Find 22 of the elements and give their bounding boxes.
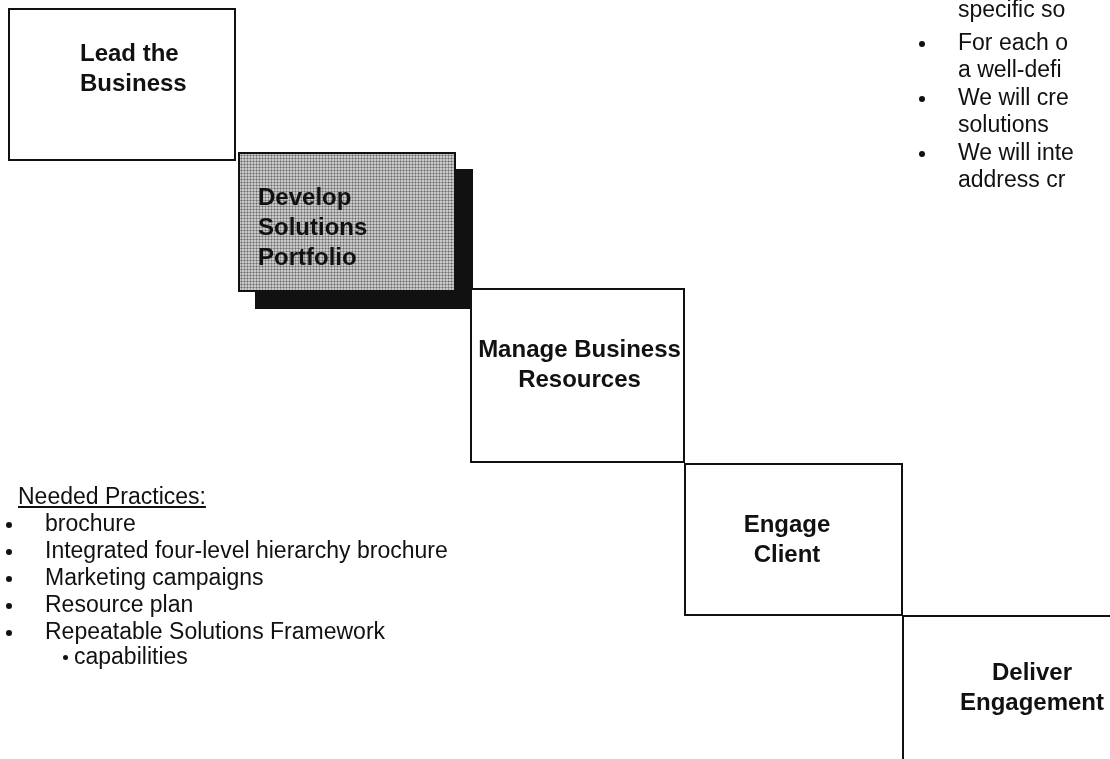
list-item: We will cre (958, 84, 1069, 111)
box-label: Develop Solutions Portfolio (258, 182, 369, 272)
box-label: Deliver Engagement (959, 657, 1105, 717)
list-item: Marketing campaigns (45, 564, 264, 591)
process-box (470, 288, 685, 463)
list-item: a well-defi (958, 56, 1062, 83)
list-item: For each o (958, 29, 1068, 56)
list-item: Resource plan (45, 591, 194, 618)
list-item: Integrated four-level hierarchy brochure (45, 537, 448, 564)
list-item: specific so (958, 0, 1066, 23)
list-item: We will inte (958, 139, 1074, 166)
list-item: capabilities (74, 643, 188, 670)
box-label: Engage Client (742, 509, 832, 569)
list-item: solutions (958, 111, 1049, 138)
box-label: Lead the Business (80, 38, 188, 98)
process-box (8, 8, 236, 161)
list-heading: Needed Practices: (18, 483, 206, 510)
list-item: Repeatable Solutions Framework (45, 618, 386, 645)
list-item: brochure (45, 510, 136, 537)
box-label: Manage Business Resources (477, 334, 682, 394)
list-item: address cr (958, 166, 1066, 193)
process-box (684, 463, 903, 616)
